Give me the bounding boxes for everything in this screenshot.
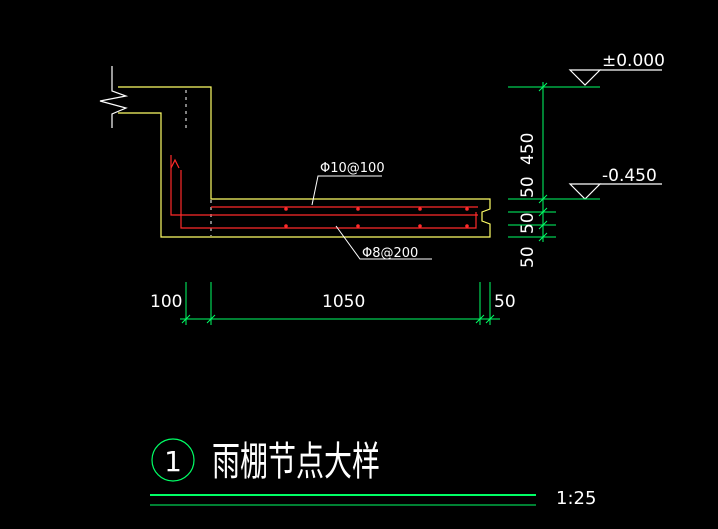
elevation-bottom-label: -0.450 [602,166,657,186]
vertical-dimension-texts: 450 50 50 50 [518,133,538,268]
distribution-bar-label: Φ8@200 [362,246,418,261]
dim-h-1050: 1050 [322,292,365,312]
top-bar-label: Φ10@100 [320,161,385,176]
dim-h-50: 50 [494,292,516,312]
drawing-scale: 1:25 [556,488,596,509]
break-line-symbol [99,66,129,128]
rebar-lines [170,155,478,229]
vertical-dimension-lines [508,82,600,242]
title-block: 1 雨棚节点大样 1:25 [150,438,596,509]
rebar-leaders [311,175,432,260]
dim-v-450: 450 [518,133,538,165]
detail-title: 雨棚节点大样 [212,439,380,485]
elevation-top-label: ±0.000 [602,51,665,71]
dim-v-50-c: 50 [518,246,538,268]
dim-v-50-b: 50 [518,212,538,234]
rebar-dots [284,207,469,228]
detail-number-circle [151,438,195,482]
detail-number: 1 [164,445,182,478]
construction-lines [185,90,212,236]
dim-v-50-a: 50 [518,176,538,198]
canopy-outline [118,86,491,238]
horizontal-dimension-lines [180,282,500,325]
dim-h-100: 100 [150,292,182,312]
elevation-markers [568,69,662,200]
